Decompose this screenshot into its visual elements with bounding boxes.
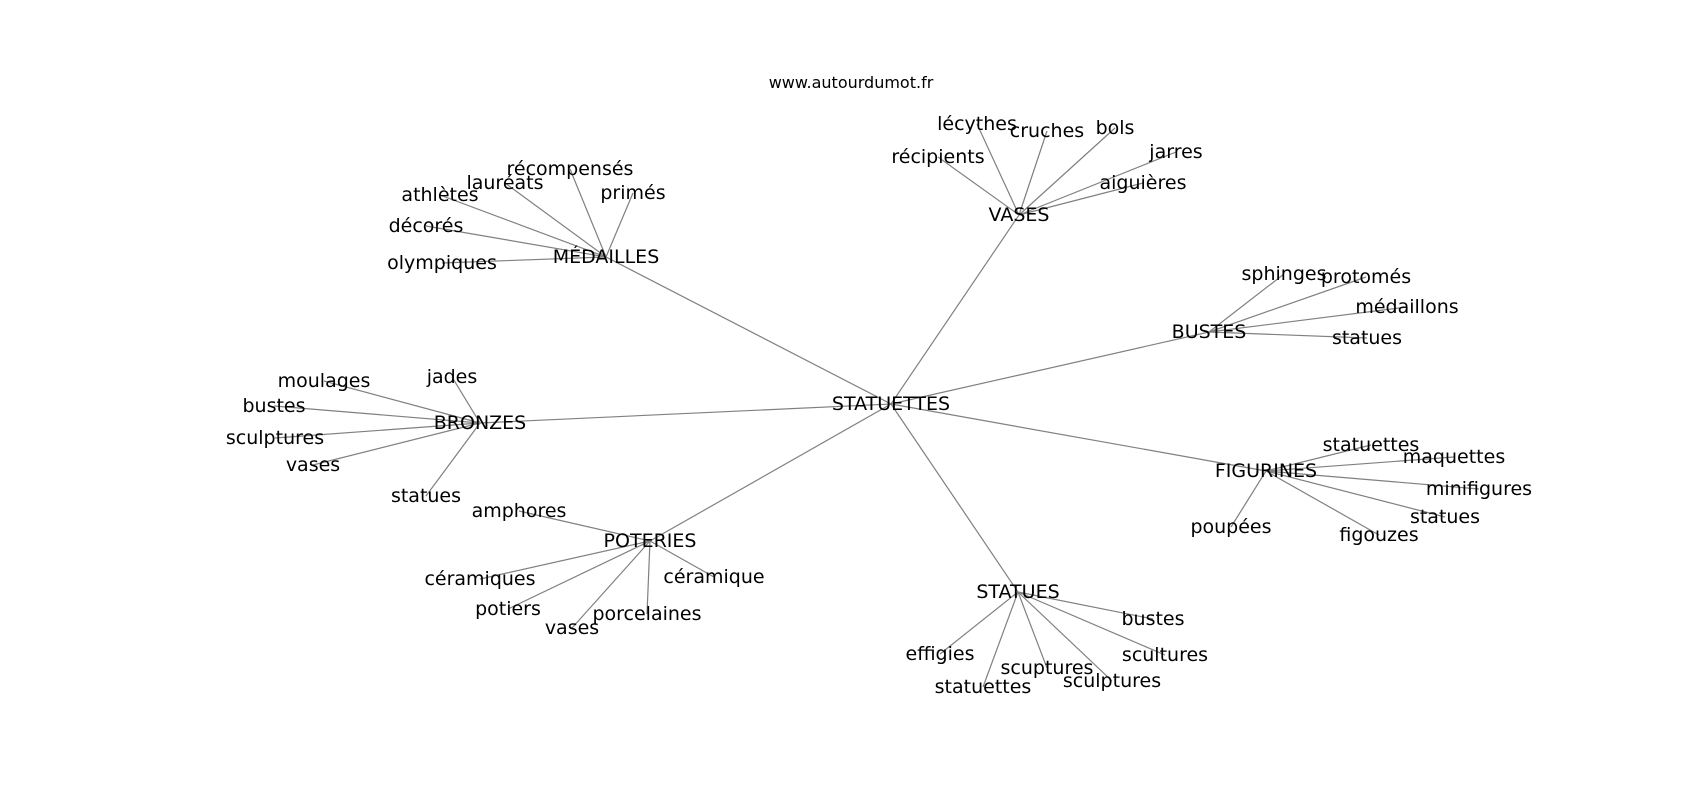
node-m-decores: décorés	[389, 215, 464, 237]
edge-figurines-f-statuettes	[1265, 444, 1372, 472]
node-br-vases: vases	[286, 454, 340, 476]
node-s-statuettes: statuettes	[935, 676, 1032, 698]
edge-bustes-bu-protomes	[1208, 276, 1367, 333]
edge-bronzes-br-sculptures	[274, 422, 481, 439]
node-s-scultures: scultures	[1122, 644, 1208, 666]
node-v-lecythes: lécythes	[937, 113, 1017, 135]
edge-statues-s-scultures	[1017, 591, 1166, 656]
node-vases: VASES	[989, 204, 1050, 226]
node-s-bustes: bustes	[1121, 608, 1184, 630]
edge-medailles-m-decores	[425, 225, 607, 258]
edge-bustes-bu-sphinges	[1208, 273, 1285, 333]
edge-statuettes-poteries	[649, 403, 892, 542]
node-bustes: BUSTES	[1172, 321, 1247, 343]
node-poteries: POTERIES	[604, 530, 697, 552]
edge-bronzes-br-jades	[451, 376, 481, 424]
node-bu-medaillons: médaillons	[1355, 296, 1458, 318]
edge-statuettes-medailles	[605, 256, 892, 405]
edge-bronzes-br-moulages	[323, 380, 481, 424]
node-figurines: FIGURINES	[1215, 460, 1317, 482]
graph-edges	[273, 123, 1480, 688]
edge-vases-v-bols	[1018, 127, 1116, 216]
edge-vases-v-aiguieres	[1018, 182, 1144, 216]
node-f-statuettes: statuettes	[1323, 434, 1420, 456]
node-f-statues: statues	[1410, 506, 1480, 528]
edge-poteries-p-ceramique	[649, 540, 715, 578]
edge-medailles-m-olympiques	[441, 256, 607, 264]
node-f-minifigures: minifigures	[1426, 478, 1532, 500]
edge-medailles-m-recompenses	[569, 168, 607, 258]
edge-statuettes-bustes	[890, 331, 1210, 405]
edge-medailles-m-primes	[605, 192, 634, 258]
node-br-moulages: moulages	[278, 370, 371, 392]
edge-vases-v-lecythes	[976, 123, 1020, 216]
edge-bustes-bu-medaillons	[1208, 306, 1408, 333]
edge-statues-s-statuettes	[982, 591, 1019, 688]
node-p-ceramiques: céramiques	[424, 568, 535, 590]
edge-statues-s-sculptures	[1017, 591, 1113, 682]
graph-nodes: STATUETTES MÉDAILLES VASES BUSTES BRONZES FIG…	[226, 113, 1532, 698]
node-f-figouzes: figouzes	[1339, 524, 1418, 546]
edge-figurines-f-minifigures	[1265, 470, 1480, 490]
node-statuettes: STATUETTES	[832, 393, 950, 415]
edge-bronzes-br-bustes	[273, 405, 481, 424]
node-bu-protomes: protomés	[1321, 266, 1411, 288]
node-m-laureats: lauréats	[466, 172, 543, 194]
node-medailles: MÉDAILLES	[553, 245, 660, 268]
edge-figurines-f-maquettes	[1265, 456, 1455, 472]
node-br-statues: statues	[391, 485, 461, 507]
edge-statuettes-statues	[890, 403, 1019, 593]
edge-poteries-p-potiers	[507, 540, 651, 610]
node-s-sculptures: sculptures	[1063, 670, 1161, 692]
node-br-jades: jades	[426, 366, 478, 388]
node-v-cruches: cruches	[1010, 120, 1084, 142]
node-v-recipients: récipients	[891, 146, 984, 168]
edge-medailles-m-laureats	[504, 182, 607, 258]
node-bu-sphinges: sphinges	[1242, 263, 1327, 285]
node-s-scuptures: scuptures	[1001, 657, 1094, 679]
node-p-amphores: amphores	[472, 500, 567, 522]
node-f-poupees: poupées	[1190, 516, 1271, 538]
node-p-vases: vases	[545, 617, 599, 639]
edge-bronzes-br-vases	[312, 422, 481, 466]
edge-vases-v-jarres	[1018, 151, 1177, 216]
edge-medailles-m-athletes	[439, 194, 607, 258]
edge-poteries-p-porcelaines	[646, 540, 651, 615]
node-p-ceramique: céramique	[663, 566, 764, 588]
node-m-primes: primés	[600, 182, 665, 204]
edge-statues-s-effigies	[939, 591, 1019, 655]
edge-statues-s-bustes	[1017, 591, 1154, 620]
node-v-jarres: jarres	[1148, 141, 1202, 163]
node-br-sculptures: sculptures	[226, 427, 324, 449]
node-s-effigies: effigies	[906, 643, 975, 665]
edge-statues-s-scuptures	[1017, 591, 1048, 669]
node-statues: STATUES	[976, 581, 1059, 603]
node-f-maquettes: maquettes	[1403, 446, 1505, 468]
edge-statuettes-figurines	[890, 403, 1267, 472]
edge-bustes-bu-statues	[1208, 331, 1368, 339]
edge-statuettes-vases	[890, 214, 1020, 405]
node-br-bustes: bustes	[242, 395, 305, 417]
edge-figurines-f-figouzes	[1265, 470, 1380, 536]
node-v-aiguieres: aiguières	[1100, 172, 1187, 194]
edge-statuettes-bronzes	[479, 403, 892, 424]
edge-figurines-f-statues	[1265, 470, 1446, 518]
edge-vases-v-cruches	[1018, 130, 1048, 216]
edge-poteries-p-vases	[571, 540, 651, 629]
source-website-label: www.autourdumot.fr	[769, 73, 934, 92]
node-m-athletes: athlètes	[401, 184, 478, 206]
node-m-recompenses: récompensés	[507, 158, 634, 180]
node-bronzes: BRONZES	[434, 412, 527, 434]
node-v-bols: bols	[1096, 117, 1135, 139]
edge-poteries-p-ceramiques	[479, 540, 651, 580]
node-m-olympiques: olympiques	[387, 252, 497, 274]
node-bu-statues: statues	[1332, 327, 1402, 349]
edge-bronzes-br-statues	[425, 422, 481, 497]
node-p-porcelaines: porcelaines	[592, 603, 701, 625]
edge-vases-v-recipients	[937, 156, 1020, 216]
edge-figurines-f-poupees	[1230, 470, 1267, 528]
node-p-potiers: potiers	[475, 598, 541, 620]
edge-poteries-p-amphores	[518, 510, 651, 542]
